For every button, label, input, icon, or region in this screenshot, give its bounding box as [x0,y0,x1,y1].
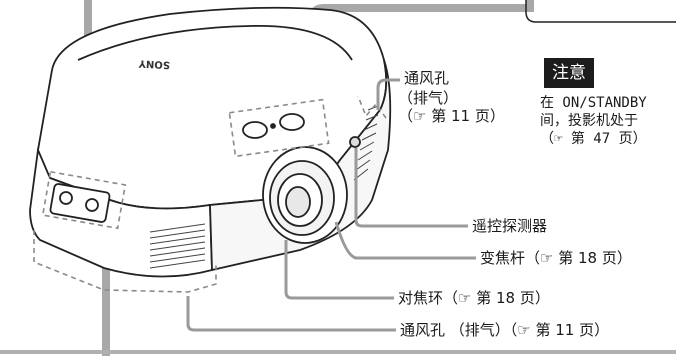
front-panel-dashed-box [41,170,127,230]
top-curve [77,25,353,61]
front-button-right [85,198,99,212]
focus-ring-label: 对焦环（☞ 第 18 页） [398,289,550,307]
top-button-left [242,121,268,139]
remote-sensor-label: 遥控探测器 [472,217,548,235]
leader-focus [284,240,394,300]
right-side [209,59,392,272]
front-vent-grille [149,223,206,269]
leader-vent-top [376,78,400,110]
caution-line-3: （☞ 第 47 页） [540,131,647,147]
side-vent-grille [353,105,379,181]
zoom-lever-label: 变焦杆（☞ 第 18 页） [480,249,632,267]
caution-line-1: 在 ON/STANDBY [540,95,647,111]
lens-center [285,186,311,218]
leader-remote-sensor [354,148,468,228]
top-indicator [270,123,276,129]
thin-leader-lines [186,78,476,332]
caution-frame [525,0,676,23]
remote-sensor-window [349,136,361,148]
sony-logo: SONY [138,57,171,70]
caution-title: 注意 [544,58,594,88]
projector-body [29,6,392,278]
leader-zoom [334,221,476,260]
vent-top-label-2: （排气） [398,89,459,107]
dashed-callouts [33,95,387,293]
leader-vent-bottom [186,296,396,332]
top-panel-dashed-box [228,98,330,158]
front-button-left [59,191,73,205]
vent-bottom-label: 通风孔 （排气）（☞ 第 11 页） [400,321,610,339]
top-button-right [279,113,305,131]
caution-line-2: 间，投影机处于 [540,113,638,129]
vent-top-label-1: 通风孔 [404,69,450,87]
vent-top-label-3: （☞ 第 11 页） [398,107,505,125]
